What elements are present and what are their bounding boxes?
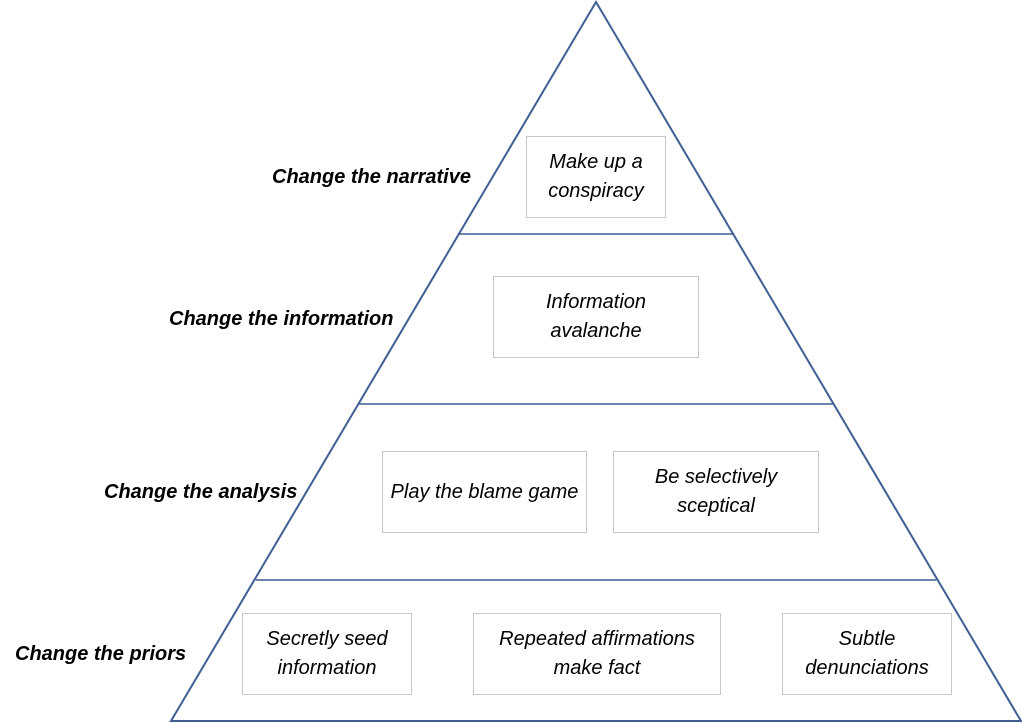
- level-label-analysis: Change the analysis: [104, 481, 298, 503]
- pyramid-outline: [169, 0, 1022, 722]
- tactic-subtle-denunciations: Subtle denunciations: [782, 613, 952, 695]
- tactic-make-up-conspiracy: Make up a conspiracy: [526, 136, 666, 218]
- tactic-play-blame-game: Play the blame game: [382, 451, 587, 533]
- tactic-secretly-seed-information: Secretly seed information: [242, 613, 412, 695]
- level-label-priors: Change the priors: [15, 643, 187, 665]
- level-label-information: Change the information: [169, 308, 394, 330]
- tactic-be-selectively-sceptical: Be selectively sceptical: [613, 451, 819, 533]
- level-label-narrative: Change the narrative: [272, 166, 471, 188]
- tactic-repeated-affirmations: Repeated affirmations make fact: [473, 613, 721, 695]
- tactic-information-avalanche: Information avalanche: [493, 276, 699, 358]
